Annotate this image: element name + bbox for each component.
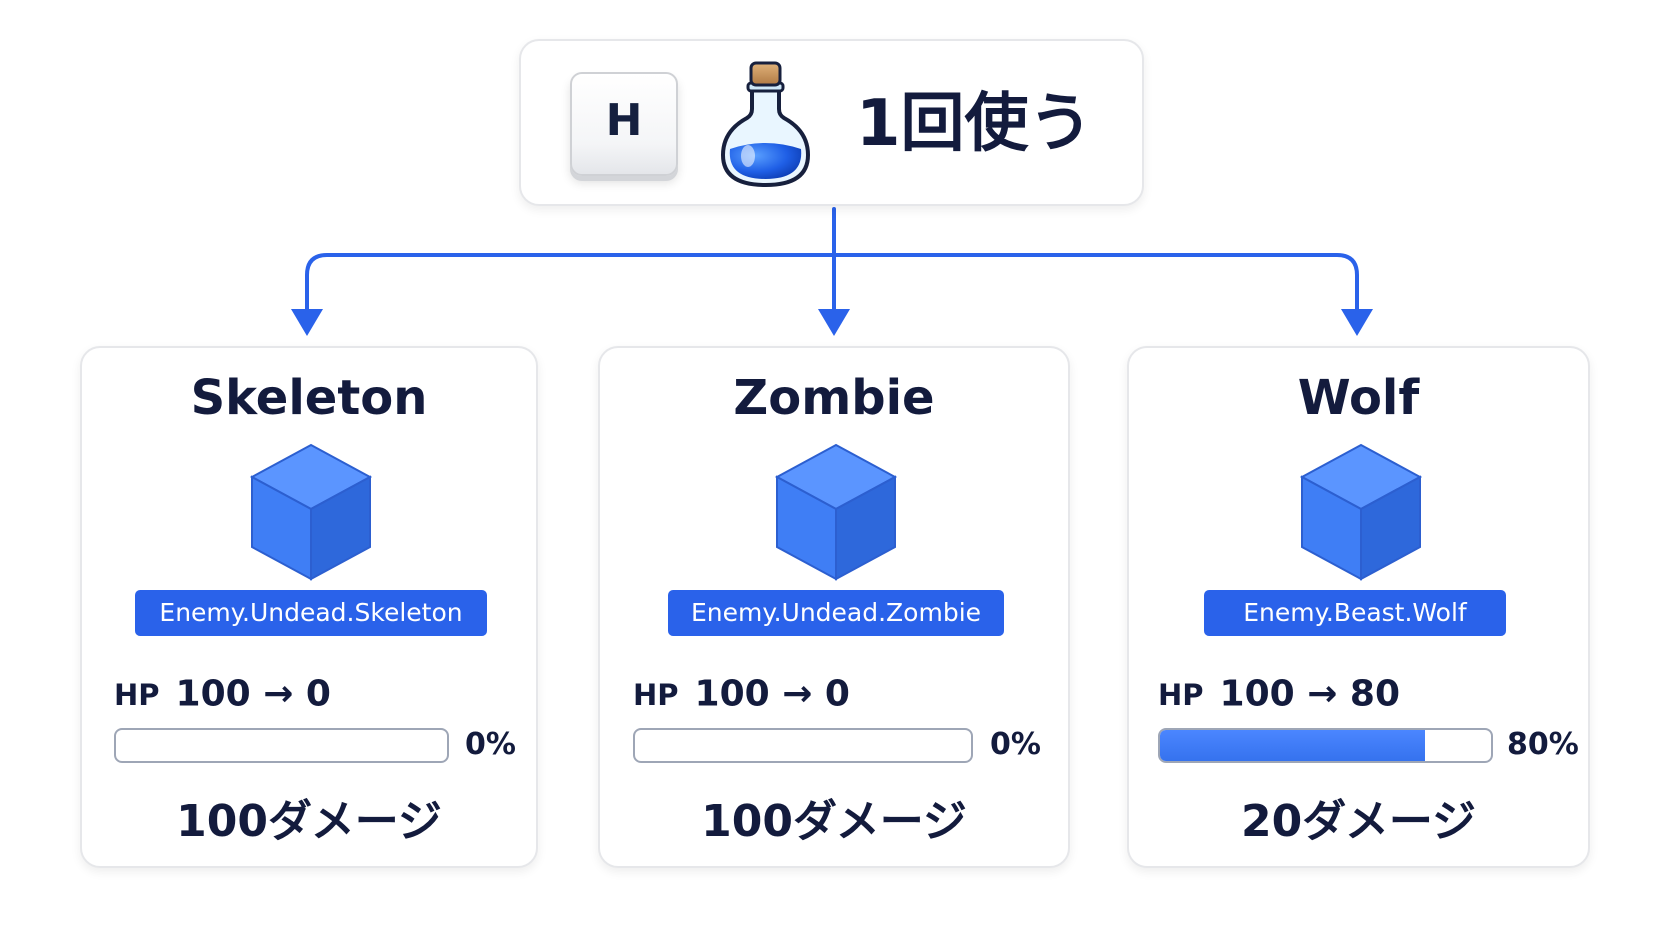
hp-change: 100 → 80 (1219, 673, 1401, 715)
hp-bar (633, 728, 973, 763)
enemy-name: Wolf (1297, 370, 1420, 426)
hp-percent: 80% (1507, 727, 1579, 762)
hp-bar (114, 728, 449, 763)
connector-left (305, 253, 836, 315)
hp-label: HP (633, 677, 679, 712)
hp-bar (1158, 728, 1493, 763)
hp-percent: 0% (465, 727, 516, 762)
damage-text: 100ダメージ (701, 796, 967, 847)
enemy-card-wolf: Wolf Enemy.Beast.Wolf HP 100 → 80 80% 20ダ… (1127, 346, 1590, 868)
hp-percent: 0% (990, 727, 1041, 762)
hp-row: HP 100 → 0 (633, 672, 850, 716)
cube-icon (249, 443, 373, 581)
h-key-icon: H (570, 72, 678, 176)
arrowhead-left (291, 309, 323, 336)
enemy-name: Zombie (733, 370, 935, 426)
potion-icon (720, 61, 811, 188)
hp-row: HP 100 → 0 (114, 672, 331, 716)
action-label: 1回使う (856, 87, 1093, 161)
arrowhead-right (1341, 309, 1373, 336)
enemy-tag: Enemy.Undead.Skeleton (135, 590, 487, 636)
hp-change: 100 → 0 (175, 673, 331, 715)
connector-right (832, 253, 1359, 315)
arrowhead-center (818, 309, 850, 336)
enemy-name: Skeleton (190, 370, 428, 426)
enemy-card-skeleton: Skeleton Enemy.Undead.Skeleton HP 100 → 0… (80, 346, 538, 868)
enemy-tag: Enemy.Beast.Wolf (1204, 590, 1506, 636)
cube-icon (774, 443, 898, 581)
cube-icon (1299, 443, 1423, 581)
hp-label: HP (114, 677, 160, 712)
key-label: H (605, 94, 643, 146)
action-box: H 1回使う (519, 39, 1144, 206)
damage-text: 20ダメージ (1240, 796, 1477, 847)
hp-label: HP (1158, 677, 1204, 712)
enemy-tag: Enemy.Undead.Zombie (668, 590, 1004, 636)
hp-row: HP 100 → 80 (1158, 672, 1400, 716)
hp-change: 100 → 0 (694, 673, 850, 715)
damage-text: 100ダメージ (176, 796, 442, 847)
hp-bar-fill (1160, 730, 1425, 761)
